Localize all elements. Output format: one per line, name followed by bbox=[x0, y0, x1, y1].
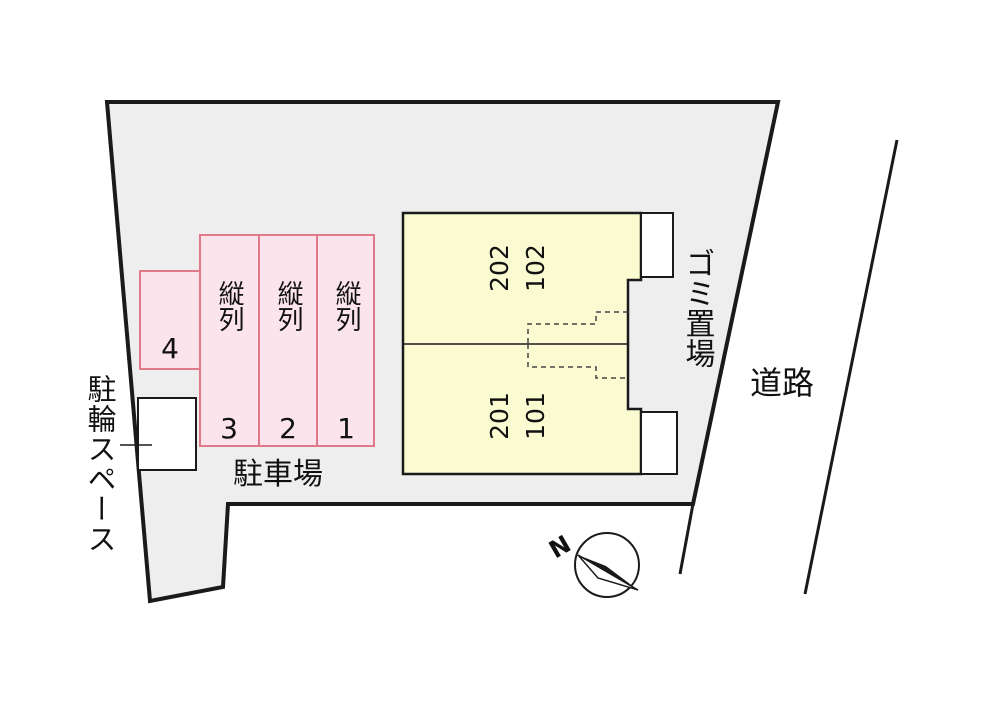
parking-area bbox=[139, 234, 375, 447]
road-edge-west bbox=[678, 503, 695, 575]
parking-space-2 bbox=[258, 234, 318, 447]
compass-north-label: N bbox=[544, 530, 575, 564]
parking-space-1-number: 1 bbox=[337, 412, 355, 445]
parking-title: 駐車場 bbox=[233, 457, 323, 492]
parking-space-3-number: 3 bbox=[220, 412, 238, 445]
building-stair-upper bbox=[527, 311, 628, 344]
unit-101-label: 101 bbox=[521, 392, 550, 440]
unit-102-label: 102 bbox=[521, 244, 550, 292]
compass-needle-tail bbox=[577, 554, 639, 591]
parking-space-2-note: 縦列 bbox=[273, 280, 303, 332]
outdoor-unit-lower bbox=[640, 411, 678, 475]
unit-202-label: 202 bbox=[485, 244, 514, 292]
building-stair-lower bbox=[527, 344, 628, 379]
parking-space-1 bbox=[316, 234, 375, 447]
bicycle-space-box bbox=[137, 397, 197, 471]
parking-space-2-number: 2 bbox=[279, 412, 297, 445]
outdoor-unit-upper bbox=[640, 212, 674, 278]
parking-space-3-note: 縦列 bbox=[214, 280, 244, 332]
parking-space-3 bbox=[199, 234, 260, 447]
unit-201-label: 201 bbox=[485, 392, 514, 440]
parking-space-4-number: 4 bbox=[161, 332, 179, 365]
bicycle-space-label: 駐輪スペース bbox=[83, 374, 117, 554]
garbage-label: ゴミ置場 bbox=[680, 248, 715, 368]
road-label: 道路 bbox=[750, 364, 814, 402]
compass-icon: N bbox=[544, 530, 640, 598]
road-edge-east bbox=[803, 139, 899, 595]
parking-space-1-note: 縦列 bbox=[331, 280, 361, 332]
